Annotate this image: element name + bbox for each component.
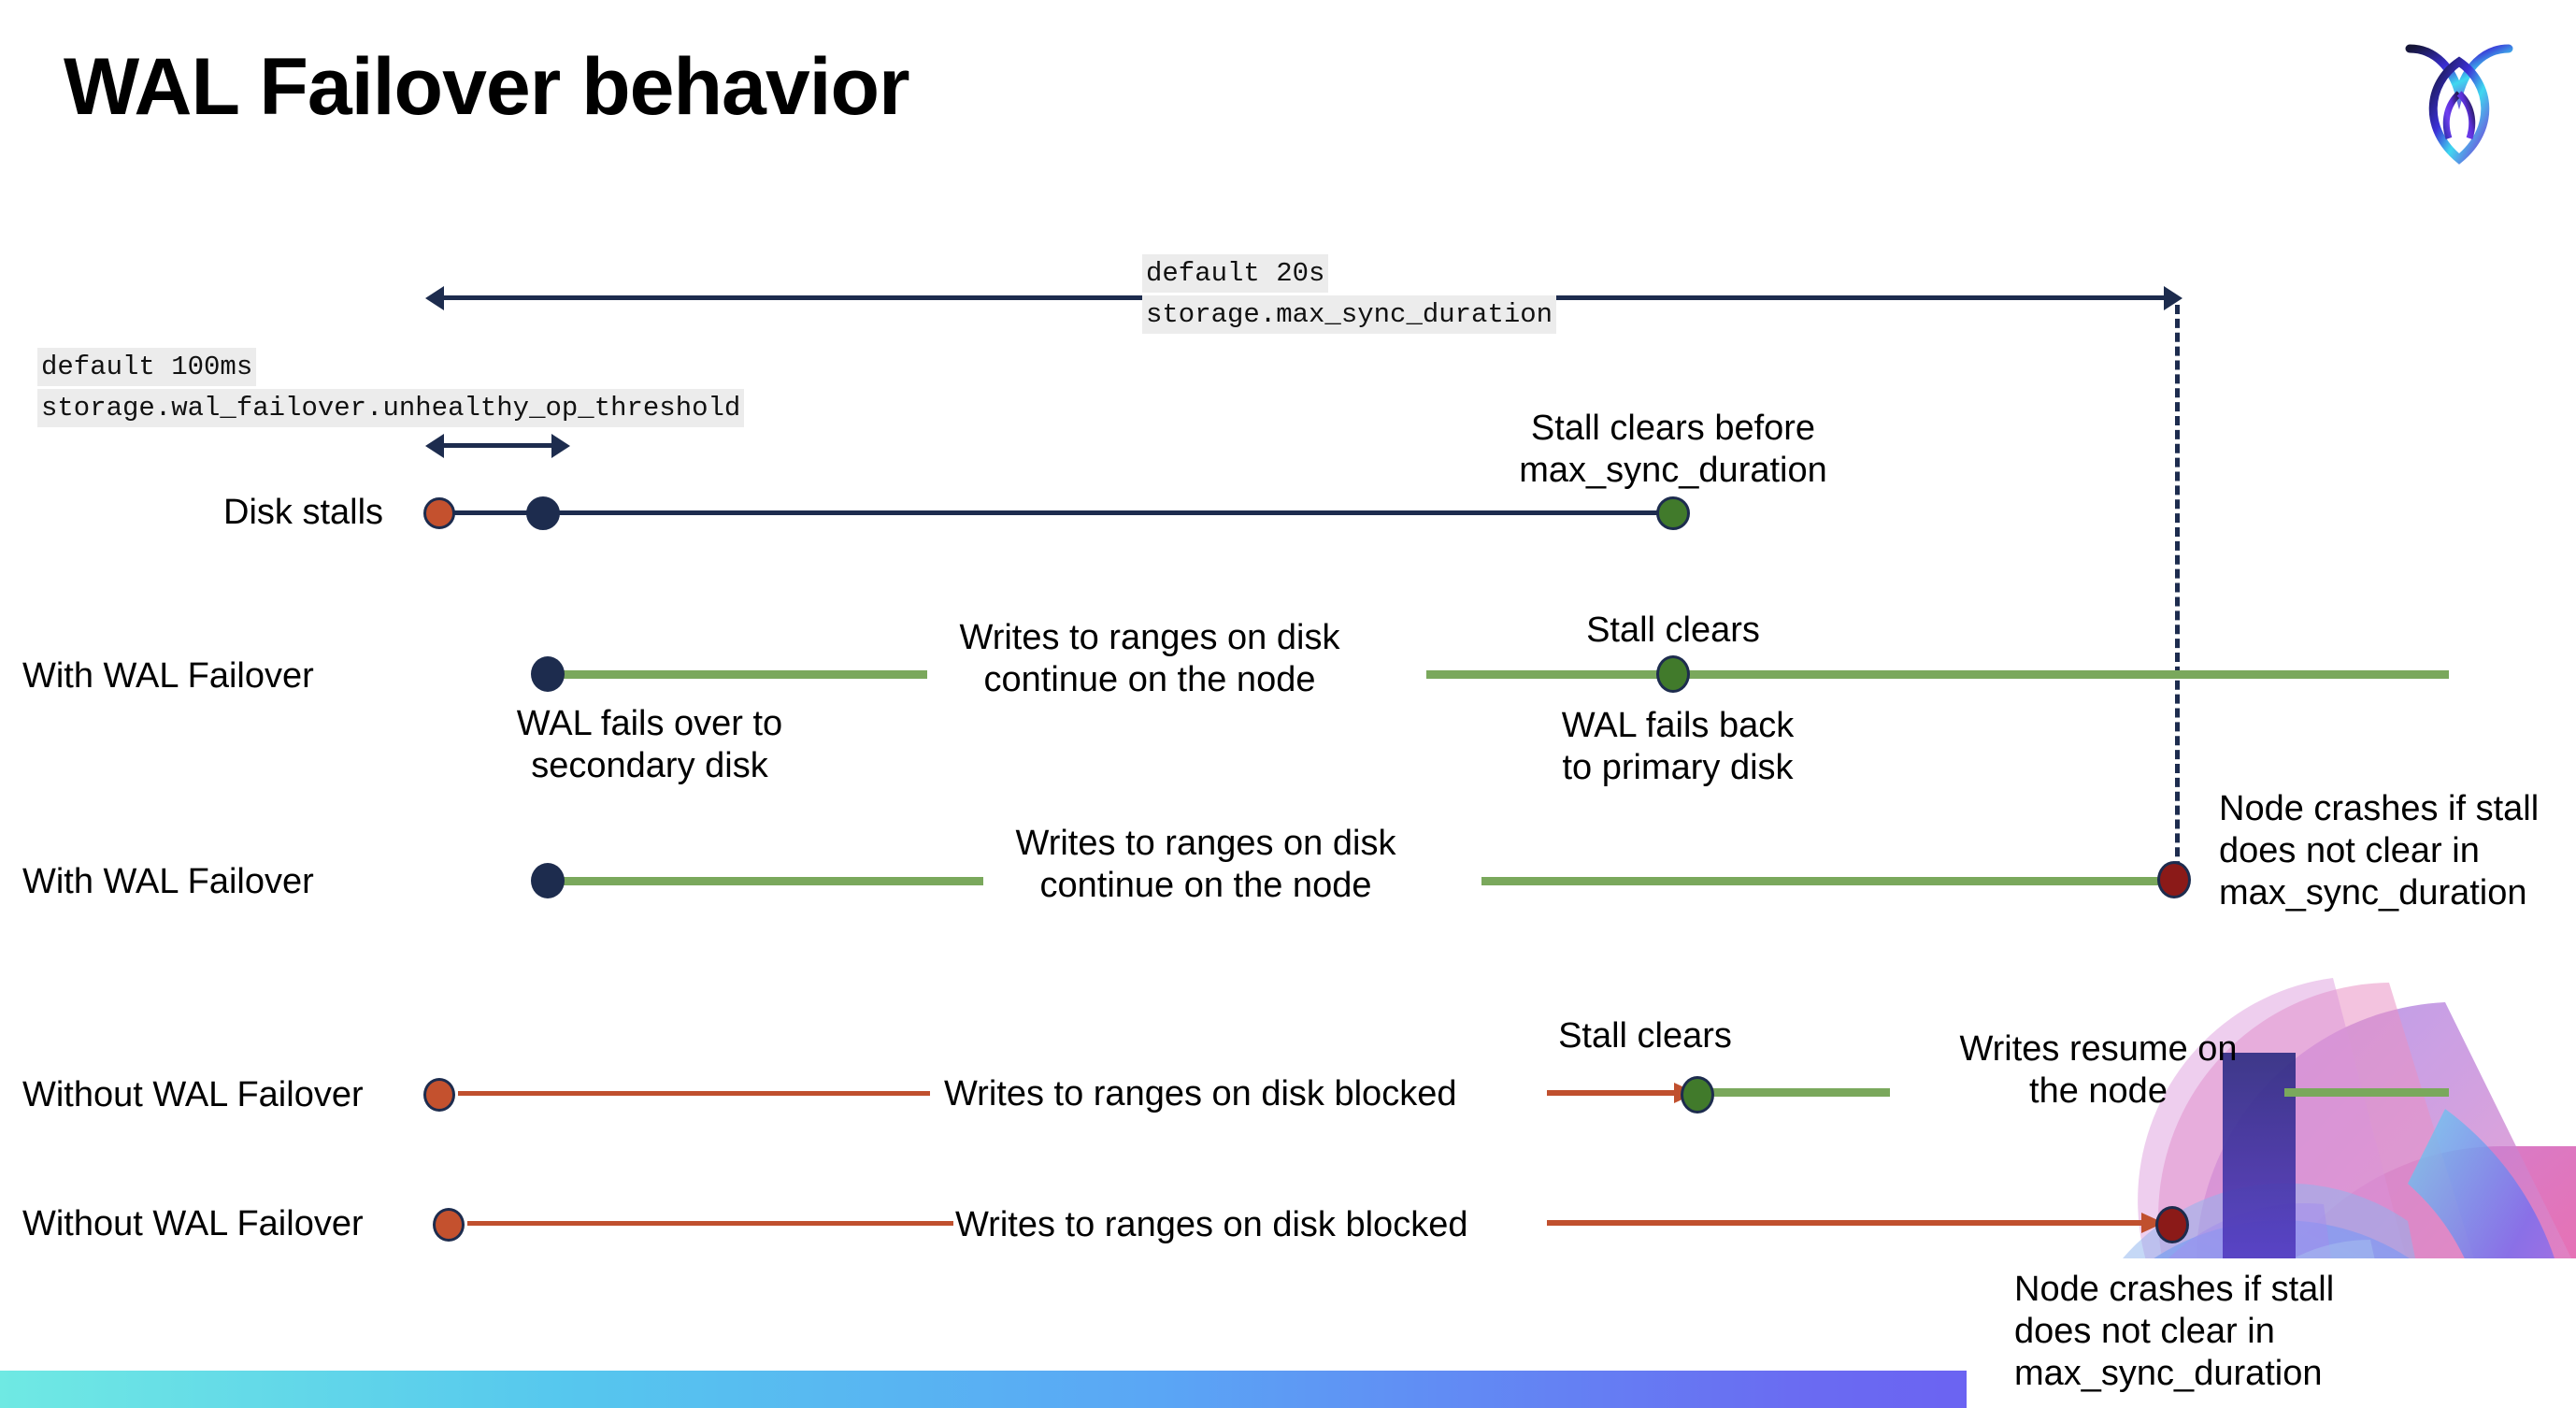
row-label-without-wal-failover-2: Without WAL Failover: [22, 1204, 364, 1243]
disk-stalls-timeline: [439, 510, 1675, 515]
wal-failover-crash-segment-a: [551, 877, 983, 885]
row-label-with-wal-failover-2: With WAL Failover: [22, 862, 314, 901]
arrowhead-left-icon: [425, 286, 444, 310]
note-node-crashes-2: Node crashes if stall does not clear in …: [2014, 1270, 2335, 1393]
disk-stall-start-marker: [423, 497, 455, 529]
note-writes-continue-1: Writes to ranges on disk continue on the…: [959, 618, 1340, 699]
note-stall-clears-before: Stall clears before max_sync_duration: [1519, 409, 1827, 490]
wal-failover-crash-segment-b: [1481, 877, 2175, 885]
note-writes-resume: Writes resume on the node: [1959, 1029, 2238, 1111]
without-failover-blocked-arrow-2: [1547, 1213, 2164, 1233]
without-failover-blocked-segment-b: [467, 1221, 953, 1226]
unhealthy-op-setting-chip: storage.wal_failover.unhealthy_op_thresh…: [37, 389, 745, 428]
max-sync-setting-chip: storage.max_sync_duration: [1142, 295, 1557, 335]
note-stall-clears-2: Stall clears: [1558, 1016, 1732, 1056]
wal-failover-stall-clear-marker: [1656, 655, 1690, 693]
arrowhead-left-icon: [425, 434, 444, 458]
row-label-without-wal-failover-1: Without WAL Failover: [22, 1075, 364, 1114]
cockroachdb-logo-icon: [2405, 44, 2513, 165]
without-failover-resume-segment-2: [2284, 1088, 2449, 1097]
without-failover-blocked-arrow-1: [1547, 1083, 1696, 1103]
without-failover-stall-clear-marker: [1681, 1076, 1714, 1113]
note-writes-blocked-1: Writes to ranges on disk blocked: [944, 1074, 1457, 1113]
node-crash-callout-box: [1967, 1258, 2576, 1408]
arrow-bar: [1547, 1220, 2145, 1226]
measure-bar: [438, 443, 557, 448]
arrowhead-right-icon: [551, 434, 570, 458]
max-sync-duration-dashed-guide: [2175, 305, 2180, 884]
arrow-bar: [1547, 1090, 1678, 1096]
wal-failover-crash-start-marker: [531, 863, 565, 898]
note-wal-fails-over: WAL fails over to secondary disk: [516, 704, 783, 785]
note-node-crashes-1: Node crashes if stall does not clear in …: [2219, 789, 2540, 912]
wal-failover-start-marker: [531, 656, 565, 692]
page-title: WAL Failover behavior: [64, 42, 910, 132]
disk-stall-failover-marker: [526, 496, 560, 530]
note-wal-fails-back: WAL fails back to primary disk: [1561, 706, 1795, 787]
wal-failover-segment-a: [551, 670, 927, 679]
node-crash-marker-1: [2157, 861, 2191, 898]
node-crash-marker-2: [2155, 1206, 2189, 1243]
unhealthy-op-default-chip: default 100ms: [37, 348, 257, 387]
note-writes-continue-2: Writes to ranges on disk continue on the…: [1015, 824, 1396, 905]
without-failover-blocked-segment-a: [458, 1091, 930, 1096]
note-writes-blocked-2: Writes to ranges on disk blocked: [955, 1205, 1468, 1244]
max-sync-default-chip: default 20s: [1142, 254, 1329, 294]
arrowhead-right-icon: [2164, 286, 2182, 310]
wal-failover-segment-b: [1426, 670, 2449, 679]
without-failover-resume-segment: [1707, 1088, 1890, 1097]
unhealthy-op-threshold-measure-arrow: [425, 432, 570, 458]
note-stall-clears-1: Stall clears: [1586, 611, 1760, 650]
row-label-with-wal-failover-1: With WAL Failover: [22, 656, 314, 696]
without-failover-stall-start-marker-2: [433, 1208, 465, 1242]
without-failover-stall-start-marker-1: [423, 1078, 455, 1112]
row-label-disk-stalls: Disk stalls: [223, 493, 384, 532]
disk-stall-clear-marker: [1656, 496, 1690, 530]
